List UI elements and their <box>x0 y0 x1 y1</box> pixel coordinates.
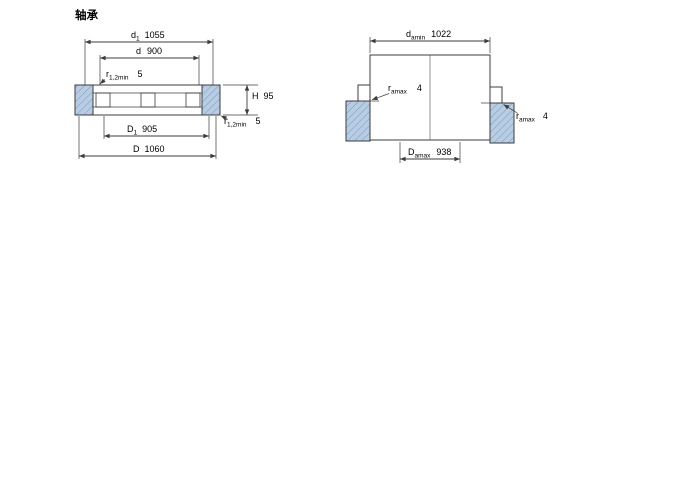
roller-2 <box>140 92 156 108</box>
page-title: 轴承 <box>75 8 98 22</box>
leader-line <box>503 104 519 114</box>
washer-section-right <box>201 84 221 116</box>
roller-1 <box>95 92 111 108</box>
shoulder-step-left <box>357 84 371 102</box>
roller-3 <box>185 92 201 108</box>
shaft-shoulder-section <box>345 100 371 142</box>
shoulder-step-right <box>489 86 503 104</box>
leader-line <box>99 78 106 85</box>
abutment-body <box>345 54 515 144</box>
bearing-body <box>74 84 221 116</box>
leader-line <box>371 93 390 101</box>
bearing-outline <box>74 84 221 116</box>
housing-shoulder-section <box>489 102 515 144</box>
leader-line <box>220 115 229 121</box>
washer-section-left <box>74 84 94 116</box>
